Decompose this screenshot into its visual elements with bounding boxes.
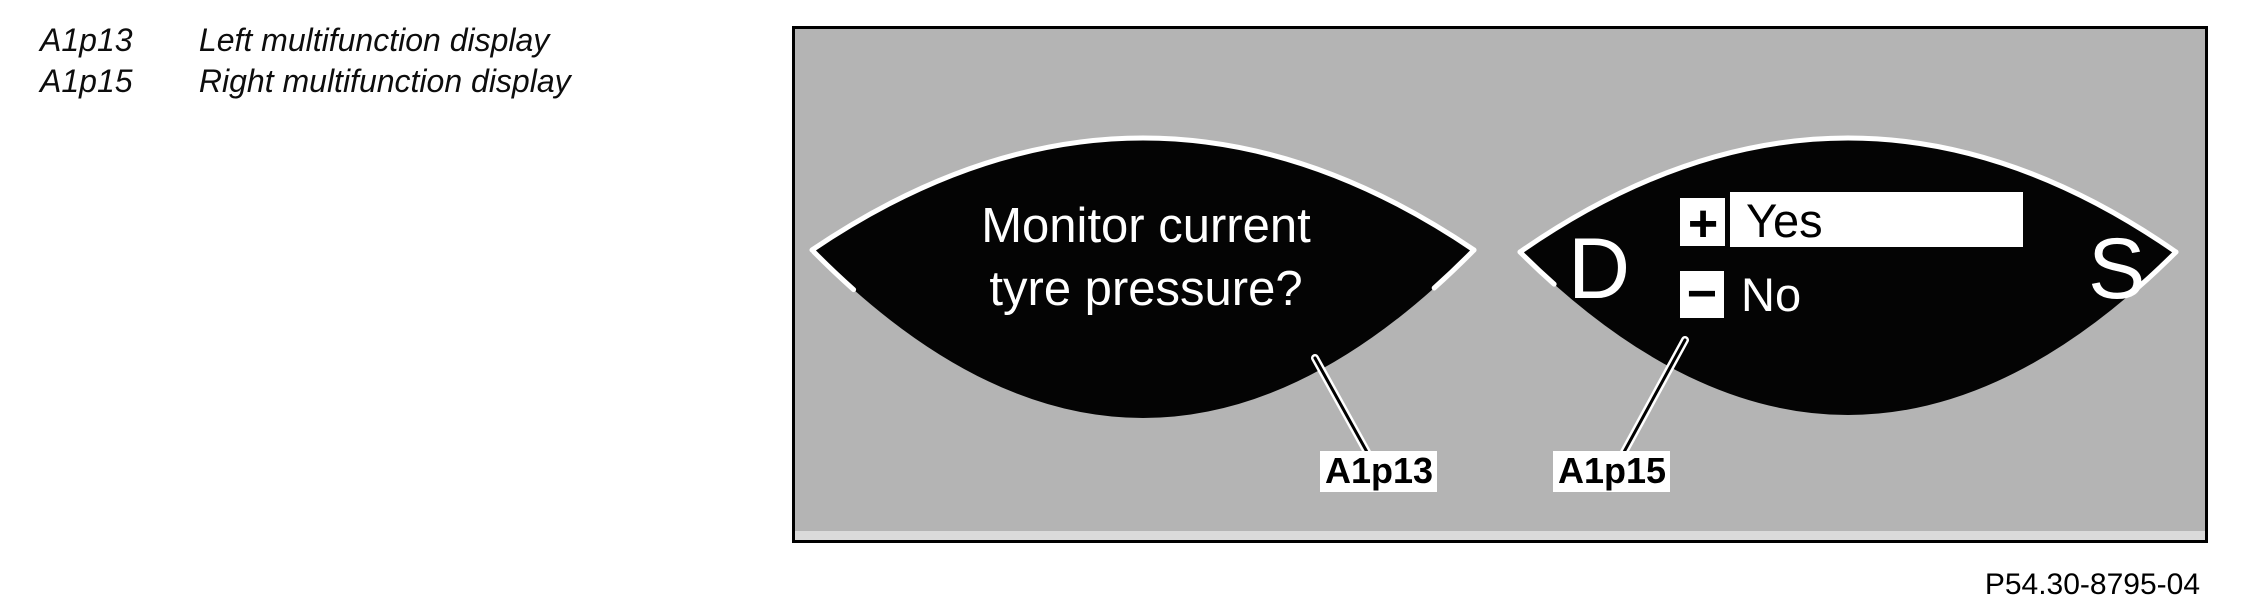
no-option-label: No	[1741, 268, 1801, 321]
left-multifunction-display: Monitor current tyre pressure?	[809, 135, 1477, 421]
left-display-shape	[812, 138, 1474, 418]
legend-description-a1p13: Left multifunction display	[198, 22, 550, 58]
legend-row: A1p13 Left multifunction display	[40, 20, 571, 61]
figure-reference-number: P54.30-8795-04	[1984, 568, 2200, 601]
left-display-message-line1: Monitor current	[981, 199, 1311, 253]
label-a1p15-text: A1p15	[1558, 450, 1666, 491]
plus-icon: +	[1688, 195, 1718, 253]
right-multifunction-display: D S + Yes − No	[1517, 135, 2179, 418]
letter-d: D	[1568, 221, 1630, 317]
left-display-message-line2: tyre pressure?	[989, 262, 1302, 316]
legend-code-a1p15: A1p15	[40, 63, 133, 99]
legend-row: A1p15 Right multifunction display	[40, 61, 571, 102]
minus-icon: −	[1687, 265, 1717, 323]
leader-a1p15-line	[1622, 338, 1687, 454]
yes-highlight-bar	[1730, 192, 2023, 247]
plus-button-box	[1680, 198, 1725, 246]
label-a1p15-box	[1553, 451, 1670, 492]
yes-option-label: Yes	[1746, 194, 1823, 247]
legend: A1p13 Left multifunction display A1p15 R…	[40, 20, 571, 102]
left-display-top-highlight	[809, 135, 1477, 253]
leader-a1p13: A1p13	[1311, 354, 1437, 492]
letter-s: S	[2088, 221, 2145, 317]
minus-button-box	[1680, 271, 1724, 318]
leader-a1p13-line	[1313, 356, 1369, 454]
leader-a1p15: A1p15	[1553, 336, 1689, 492]
legend-description-a1p15: Right multifunction display	[198, 63, 571, 99]
label-a1p13-box	[1320, 451, 1437, 492]
label-a1p13-text: A1p13	[1325, 450, 1433, 491]
legend-code-a1p13: A1p13	[40, 22, 133, 58]
right-display-top-highlight	[1517, 135, 2179, 255]
